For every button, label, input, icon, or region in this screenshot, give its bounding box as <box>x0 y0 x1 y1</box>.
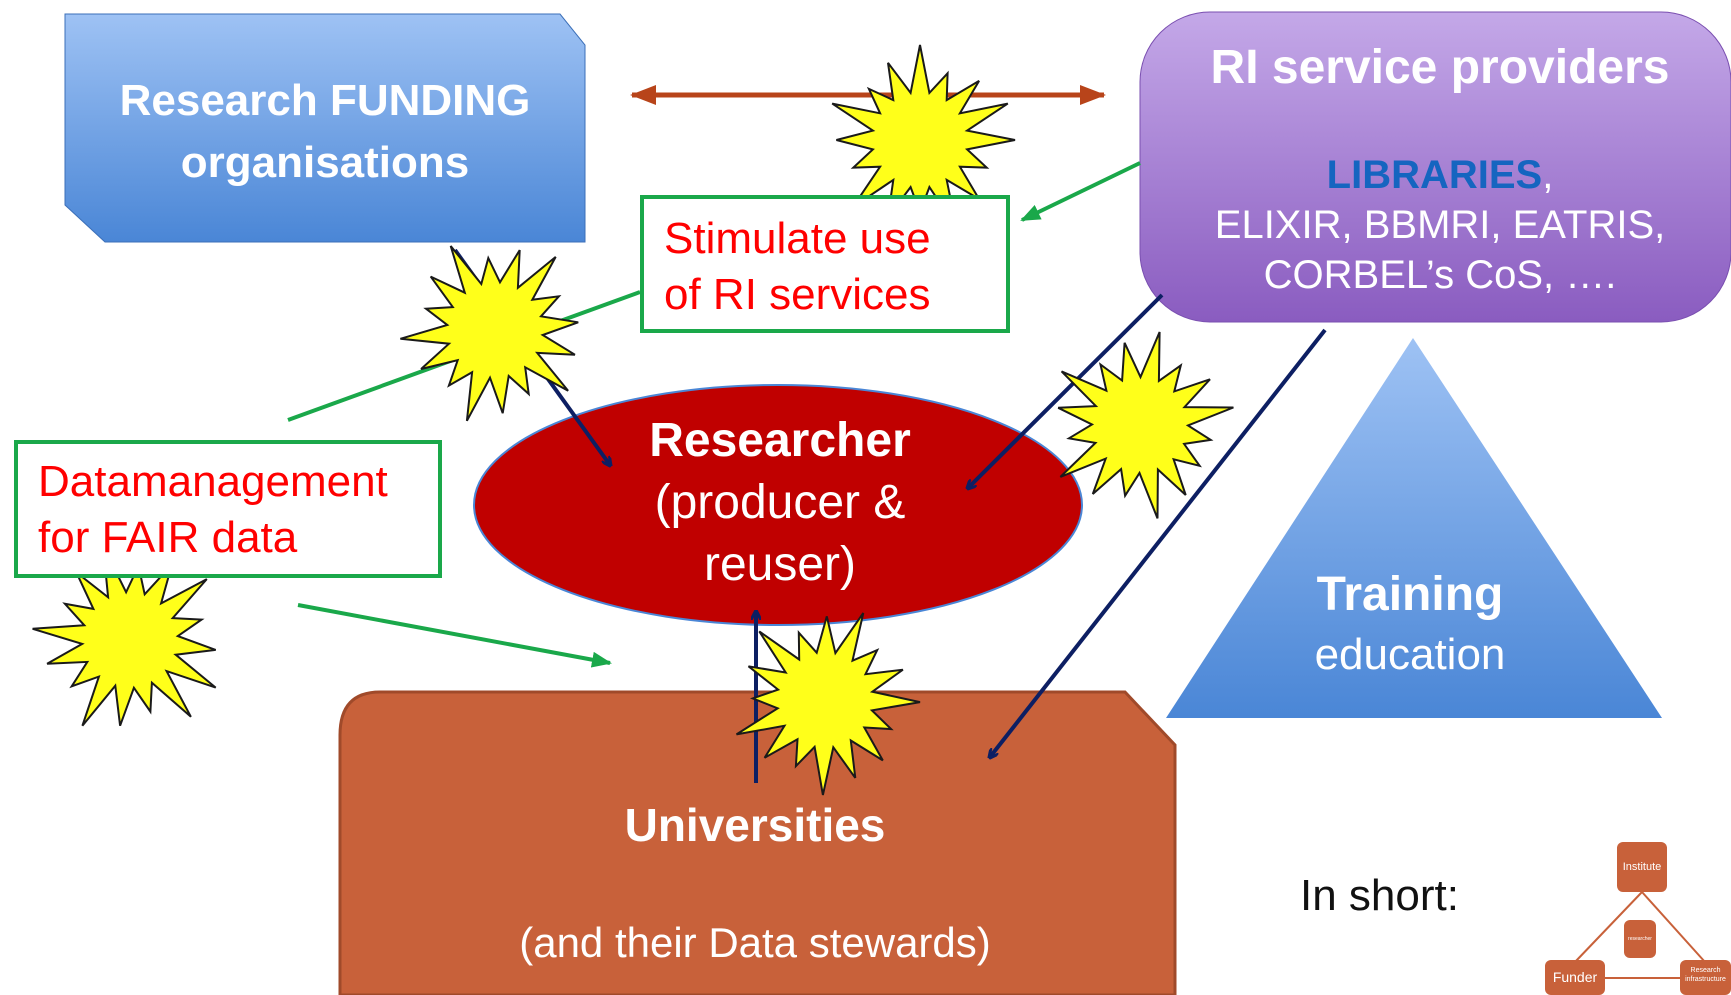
mini-ri-line1: Research <box>1690 967 1721 974</box>
stimulate-box: Stimulate use of RI services <box>640 195 1010 333</box>
stimulate-line2: of RI services <box>664 270 931 319</box>
datamanagement-line2: for FAIR data <box>38 513 298 562</box>
funding-line2: organisations <box>180 138 470 187</box>
star-ri <box>1057 331 1234 519</box>
ri-libraries: LIBRARIES <box>1326 153 1543 197</box>
universities-box <box>338 690 1177 995</box>
training-subtitle: education <box>1314 630 1506 679</box>
researcher-label: Researcher (producer & reuser) <box>560 410 1000 596</box>
universities-subtitle: (and their Data stewards) <box>519 919 991 966</box>
ri-title: RI service providers <box>1210 41 1670 94</box>
ri-providers-box <box>1139 11 1731 323</box>
mini-diagram-lines <box>1574 891 1706 979</box>
inshort-label: In short: <box>1300 871 1459 920</box>
datamanagement-box: Datamanagement for FAIR data <box>14 440 442 578</box>
funding-label: Research FUNDING organisations <box>65 70 585 194</box>
ri-researcher-arrow <box>968 293 1164 488</box>
mini-ri-line2: infrastructure <box>1685 976 1726 983</box>
datamanagement-universities-arrow <box>297 603 612 668</box>
mini-ri-node: Research infrastructure <box>1680 960 1731 995</box>
training-triangle <box>1166 338 1662 718</box>
mini-institute-node: Institute <box>1617 842 1667 892</box>
funding-line1: Research FUNDING <box>119 76 531 125</box>
researcher-line3: reuser) <box>703 538 857 591</box>
star-funding <box>400 245 579 422</box>
mini-funder-node: Funder <box>1545 960 1605 995</box>
ri-libraries-suffix: , <box>1542 153 1554 197</box>
ri-body: LIBRARIES, ELIXIR, BBMRI, EATRIS, CORBEL… <box>1140 150 1731 300</box>
researcher-line2: (producer & <box>654 476 906 529</box>
universities-title: Universities <box>624 799 886 851</box>
mini-researcher-node: researcher <box>1624 920 1656 958</box>
ri-line2: ELIXIR, BBMRI, EATRIS, <box>1214 203 1666 247</box>
datamanagement-line1: Datamanagement <box>38 457 388 506</box>
ri-line1: LIBRARIES, <box>1140 150 1731 200</box>
researcher-title: Researcher <box>649 414 911 467</box>
star-universities <box>735 612 921 796</box>
stimulate-line1: Stimulate use <box>664 214 931 263</box>
ri-line3: CORBEL’s CoS, …. <box>1263 253 1617 297</box>
ri-stimulate-arrow <box>1020 161 1141 222</box>
researcher-ellipse <box>473 384 1083 626</box>
training-title: Training <box>1316 568 1504 621</box>
stars-layer <box>32 44 1234 796</box>
training-label: Training education <box>1240 565 1580 685</box>
funding-box <box>64 13 586 243</box>
ri-universities-arrow <box>990 328 1327 757</box>
